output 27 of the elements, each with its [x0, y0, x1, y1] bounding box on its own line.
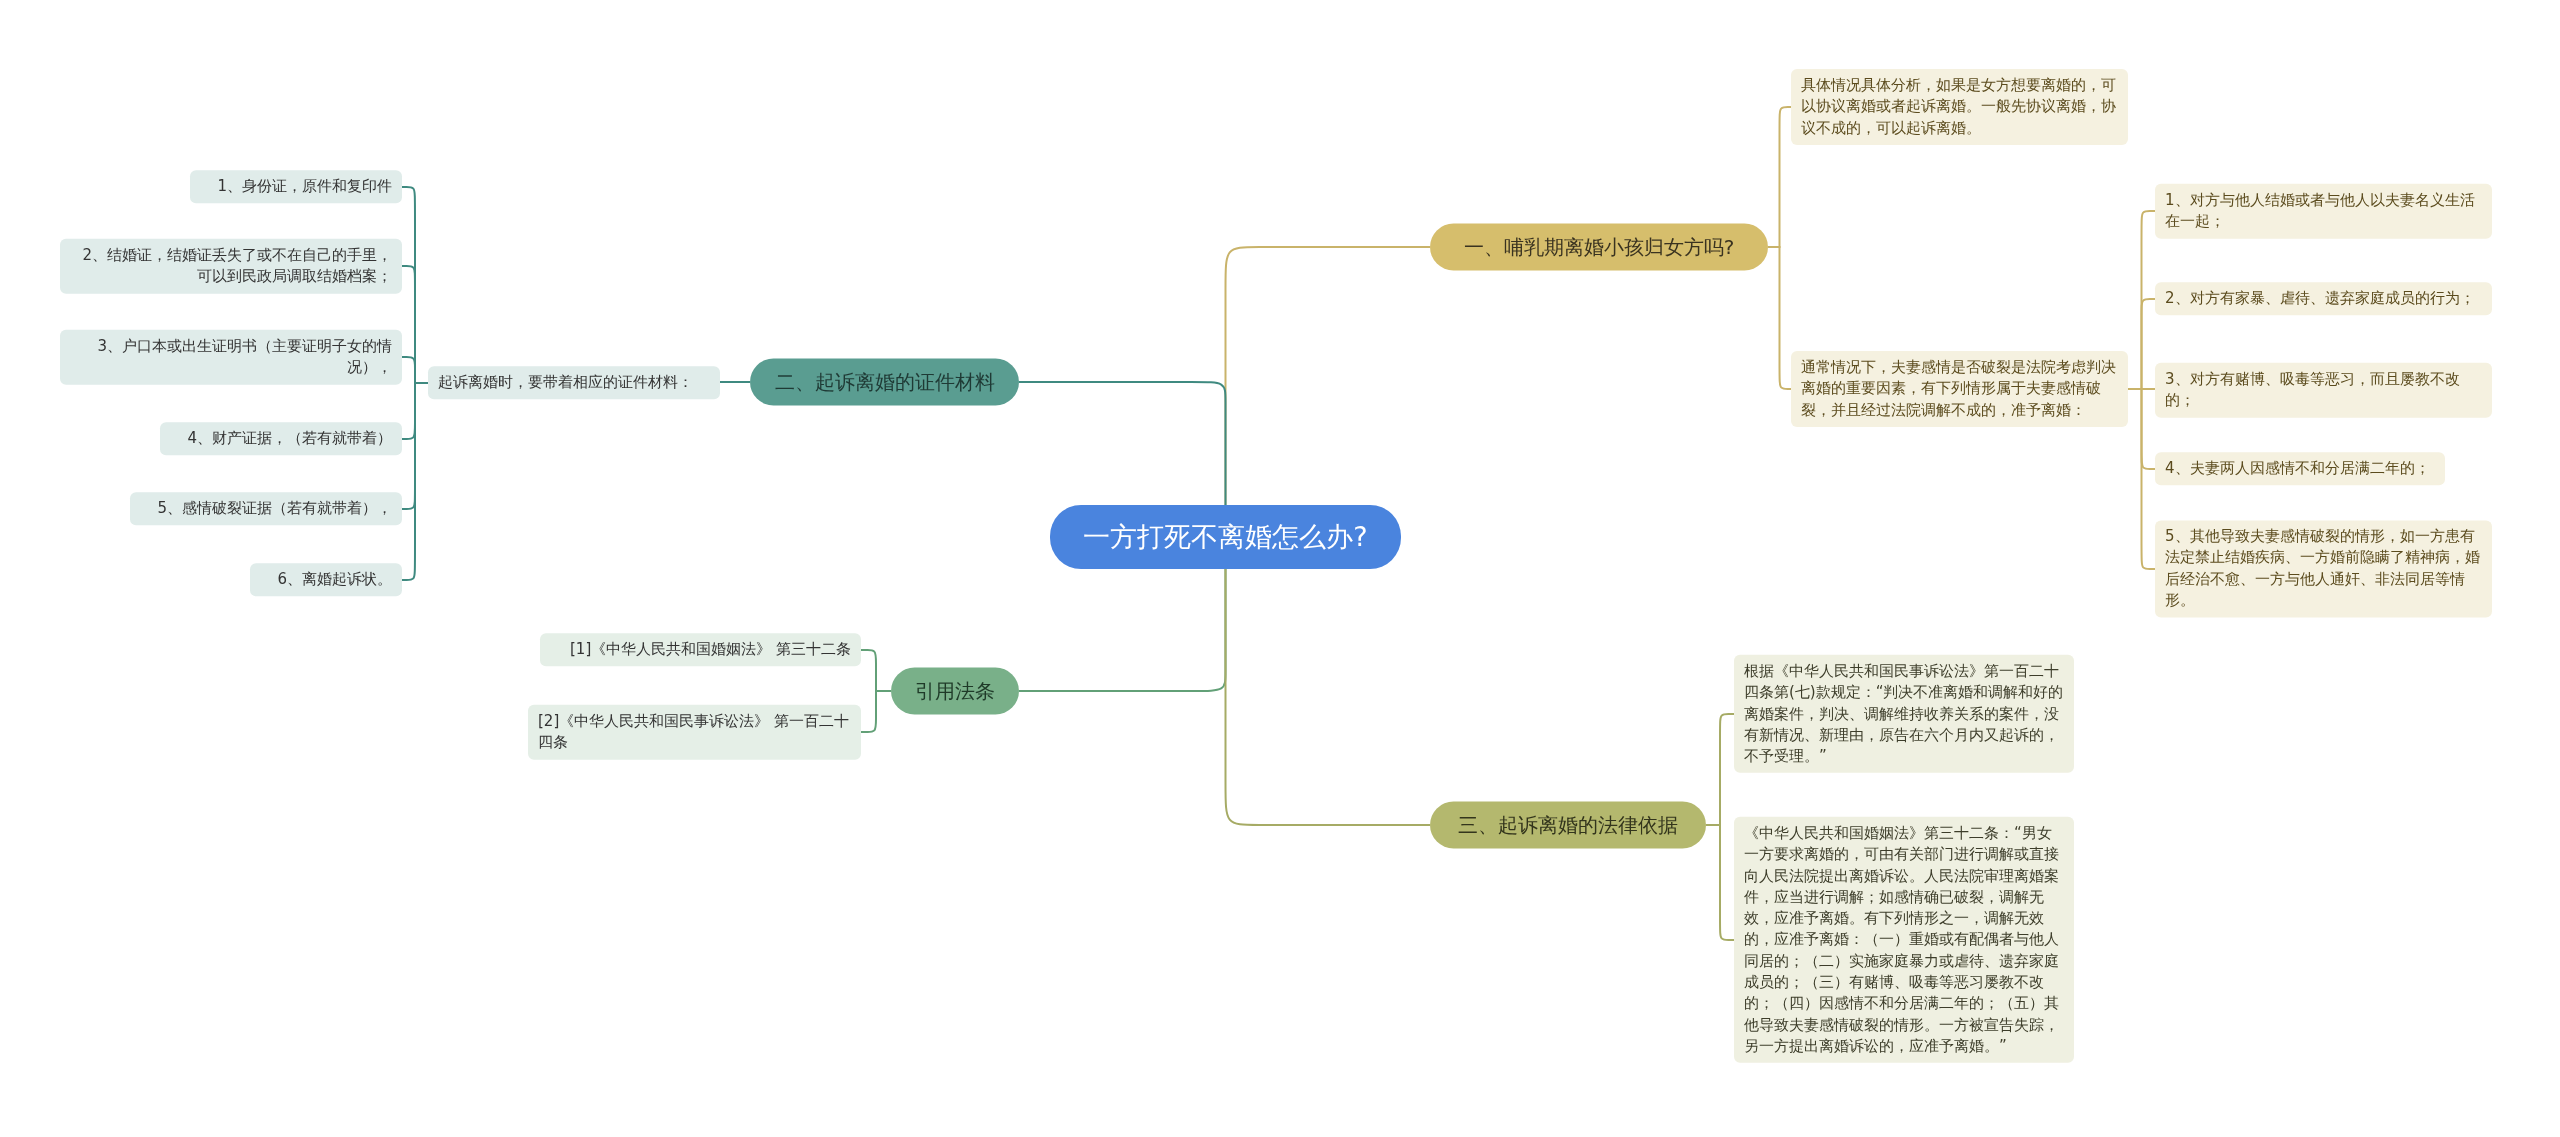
branch-topic: 一、哺乳期离婚小孩归女方吗?: [1430, 223, 1768, 271]
note-box: 2、结婚证，结婚证丢失了或不在自己的手里，可以到民政局调取结婚档案；: [60, 238, 402, 294]
note-box: 5、其他导致夫妻感情破裂的情形，如一方患有法定禁止结婚疾病、一方婚前隐瞒了精神病，婚后经治不愈、一方与他人通奸、非法同居等情形。: [2155, 520, 2492, 618]
note-box: 具体情况具体分析，如果是女方想要离婚的，可以协议离婚或者起诉离婚。一般先协议离婚，协议不成的，可以起诉离婚。: [1791, 69, 2128, 145]
root-topic: 一方打死不离婚怎么办?: [1050, 505, 1401, 569]
note-box: 1、对方与他人结婚或者与他人以夫妻名义生活在一起；: [2155, 183, 2492, 239]
branch-topic: 二、起诉离婚的证件材料: [750, 358, 1019, 406]
note-box: 3、对方有赌博、吸毒等恶习，而且屡教不改的；: [2155, 362, 2492, 418]
note-box: 5、感情破裂证据（若有就带着），: [130, 492, 402, 526]
note-box: 3、户口本或出生证明书（主要证明子女的情况），: [60, 329, 402, 385]
note-box: 1、身份证，原件和复印件: [190, 170, 402, 204]
branch-topic: 三、起诉离婚的法律依据: [1430, 801, 1706, 849]
note-box: 起诉离婚时，要带着相应的证件材料：: [428, 366, 720, 400]
note-box: [1]《中华人民共和国婚姻法》 第三十二条: [540, 633, 861, 667]
note-box: [2]《中华人民共和国民事诉讼法》 第一百二十四条: [528, 704, 861, 760]
connector-line: [1018, 381, 1227, 506]
branch-topic: 引用法条: [891, 667, 1019, 715]
note-box: 6、离婚起诉状。: [250, 563, 402, 597]
connector-line: [860, 690, 892, 733]
note-box: 4、夫妻两人因感情不和分居满二年的；: [2155, 452, 2445, 486]
connector-line: [1224, 568, 1431, 826]
note-box: 通常情况下，夫妻感情是否破裂是法院考虑判决离婚的重要因素，有下列情形属于夫妻感情破裂，并且经过法院调解不成的，准予离婚：: [1791, 351, 2128, 427]
note-box: 根据《中华人民共和国民事诉讼法》第一百二十四条第(七)款规定：“判决不准离婚和调解和好的离婚案件，判决、调解维持收养关系的案件，没有新情况、新理由，原告在六个月内又起诉的，不予受理。”: [1734, 654, 2074, 774]
note-box: 2、对方有家暴、虐待、遗弃家庭成员的行为；: [2155, 282, 2492, 316]
note-box: 4、财产证据，（若有就带着）: [160, 422, 402, 456]
note-box: 《中华人民共和国婚姻法》第三十二条：“男女一方要求离婚的，可由有关部门进行调解或直接向人民法院提出离婚诉讼。人民法院审理离婚案件，应当进行调解；如感情确已破裂，调解无效，应准予离婚。有下列情形之一，调解无效的，应准予离婚：（一）重婚或有配偶者与他人同居的；（二）实施家庭暴力或虐待、遗弃家庭成员的；（三）有赌博、吸毒等恶习屡教不改的；（四）因感情不和分居满二年的；（五）其他导致夫妻感情破裂的情形。一方被宣告失踪，另一方提出离婚诉讼的，应准予离婚。”: [1734, 816, 2074, 1064]
connector-line: [719, 381, 751, 383]
